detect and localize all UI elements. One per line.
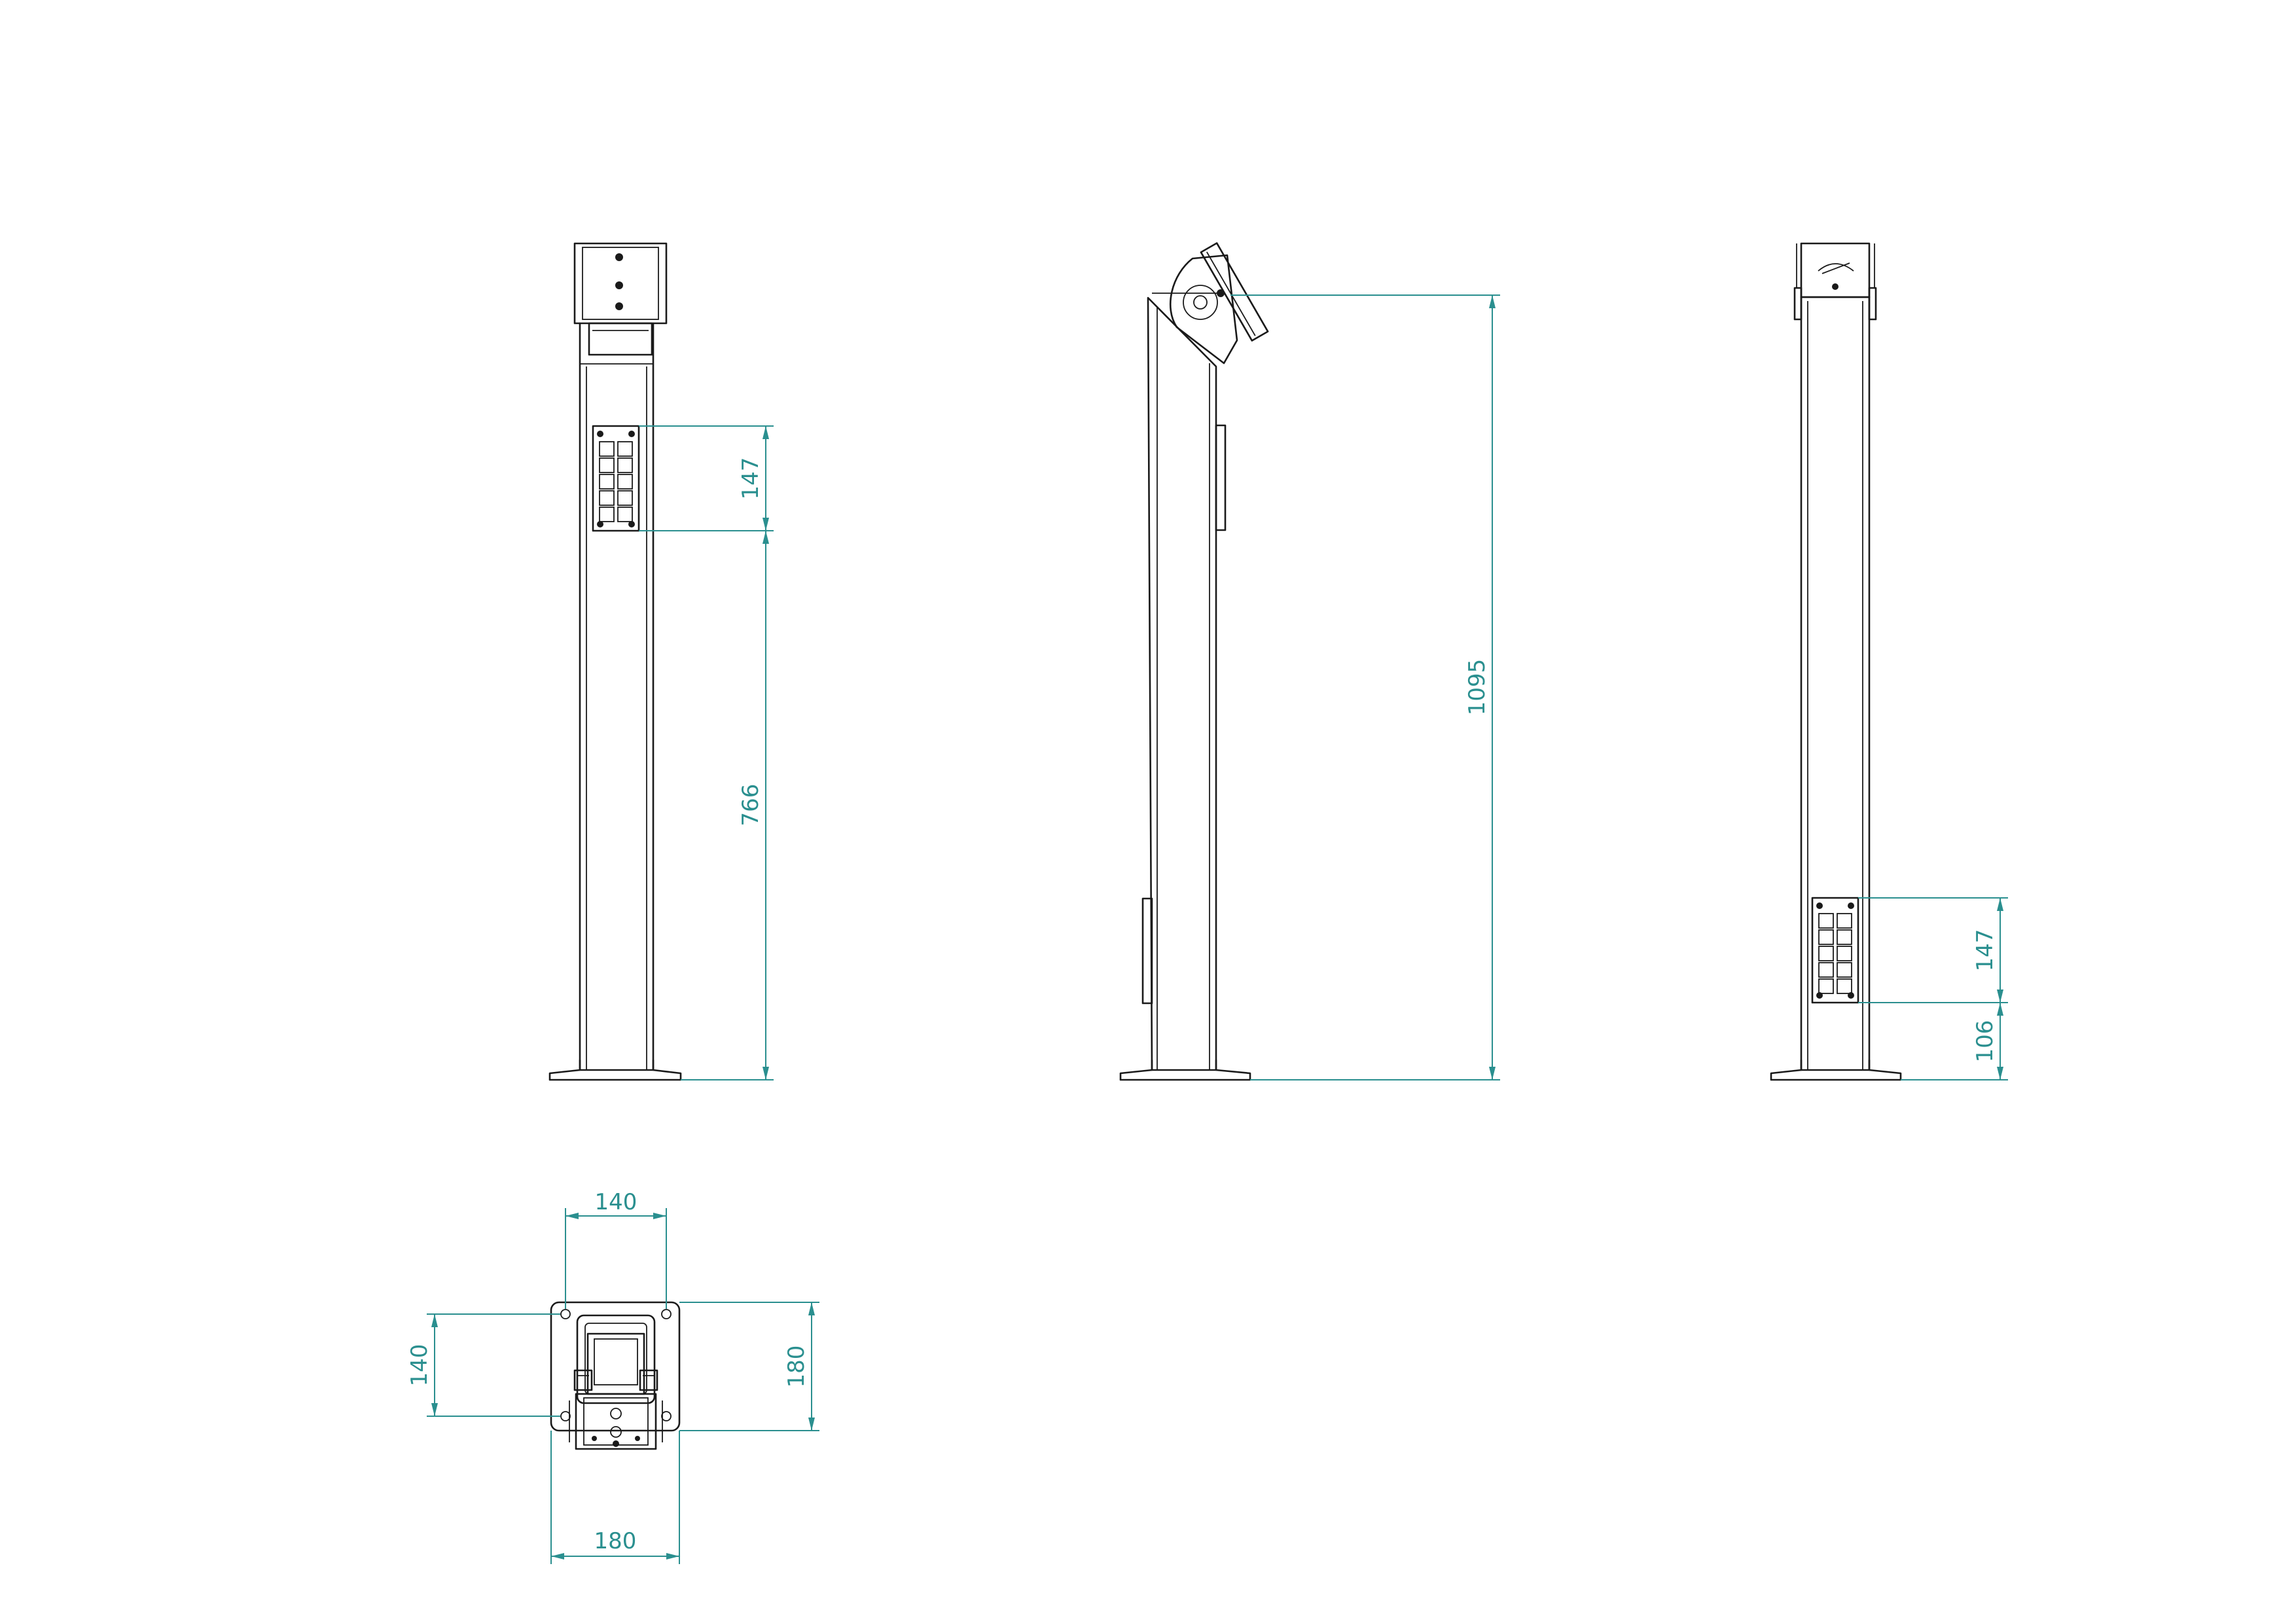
front-base-plate [548, 1059, 682, 1081]
mount-hole [661, 1309, 672, 1319]
side-hinge [1169, 254, 1238, 365]
side-base-plate [1119, 1059, 1251, 1081]
dim-back-module-height: 147 [1972, 929, 1998, 972]
mount-hole [560, 1411, 571, 1421]
side-tilted-plate [1200, 242, 1269, 342]
side-column [1147, 296, 1217, 1071]
mount-hole [560, 1309, 571, 1319]
front-view: 147 766 [548, 242, 774, 1081]
dim-front-module-base-height: 766 [738, 784, 764, 827]
side-view: 1095 [1119, 242, 1500, 1081]
top-clamp [573, 1369, 593, 1391]
top-column-outline [576, 1314, 656, 1404]
top-base-plate [550, 1301, 681, 1432]
front-connector-module [592, 425, 640, 532]
front-column [579, 322, 655, 1071]
top-view: 140 140 180 180 [406, 1189, 819, 1564]
back-base-plate [1770, 1059, 1902, 1081]
dim-top-hole-spacing-y: 140 [406, 1344, 433, 1387]
top-clamp [639, 1369, 658, 1391]
back-connector-module [1811, 897, 1859, 1004]
dim-back-module-base-height: 106 [1972, 1020, 1998, 1063]
mount-hole [661, 1411, 672, 1421]
side-module-right [1215, 424, 1227, 531]
dim-side-total-height: 1095 [1464, 659, 1490, 716]
back-column [1800, 296, 1871, 1071]
top-bracket [575, 1393, 657, 1450]
dim-top-plate-height: 180 [783, 1346, 810, 1388]
side-module-left [1141, 897, 1153, 1005]
back-view: 147 106 [1770, 242, 2008, 1081]
dim-front-module-height: 147 [738, 457, 764, 500]
dim-top-plate-width: 180 [594, 1528, 637, 1554]
dim-top-hole-spacing-x: 140 [595, 1189, 637, 1215]
